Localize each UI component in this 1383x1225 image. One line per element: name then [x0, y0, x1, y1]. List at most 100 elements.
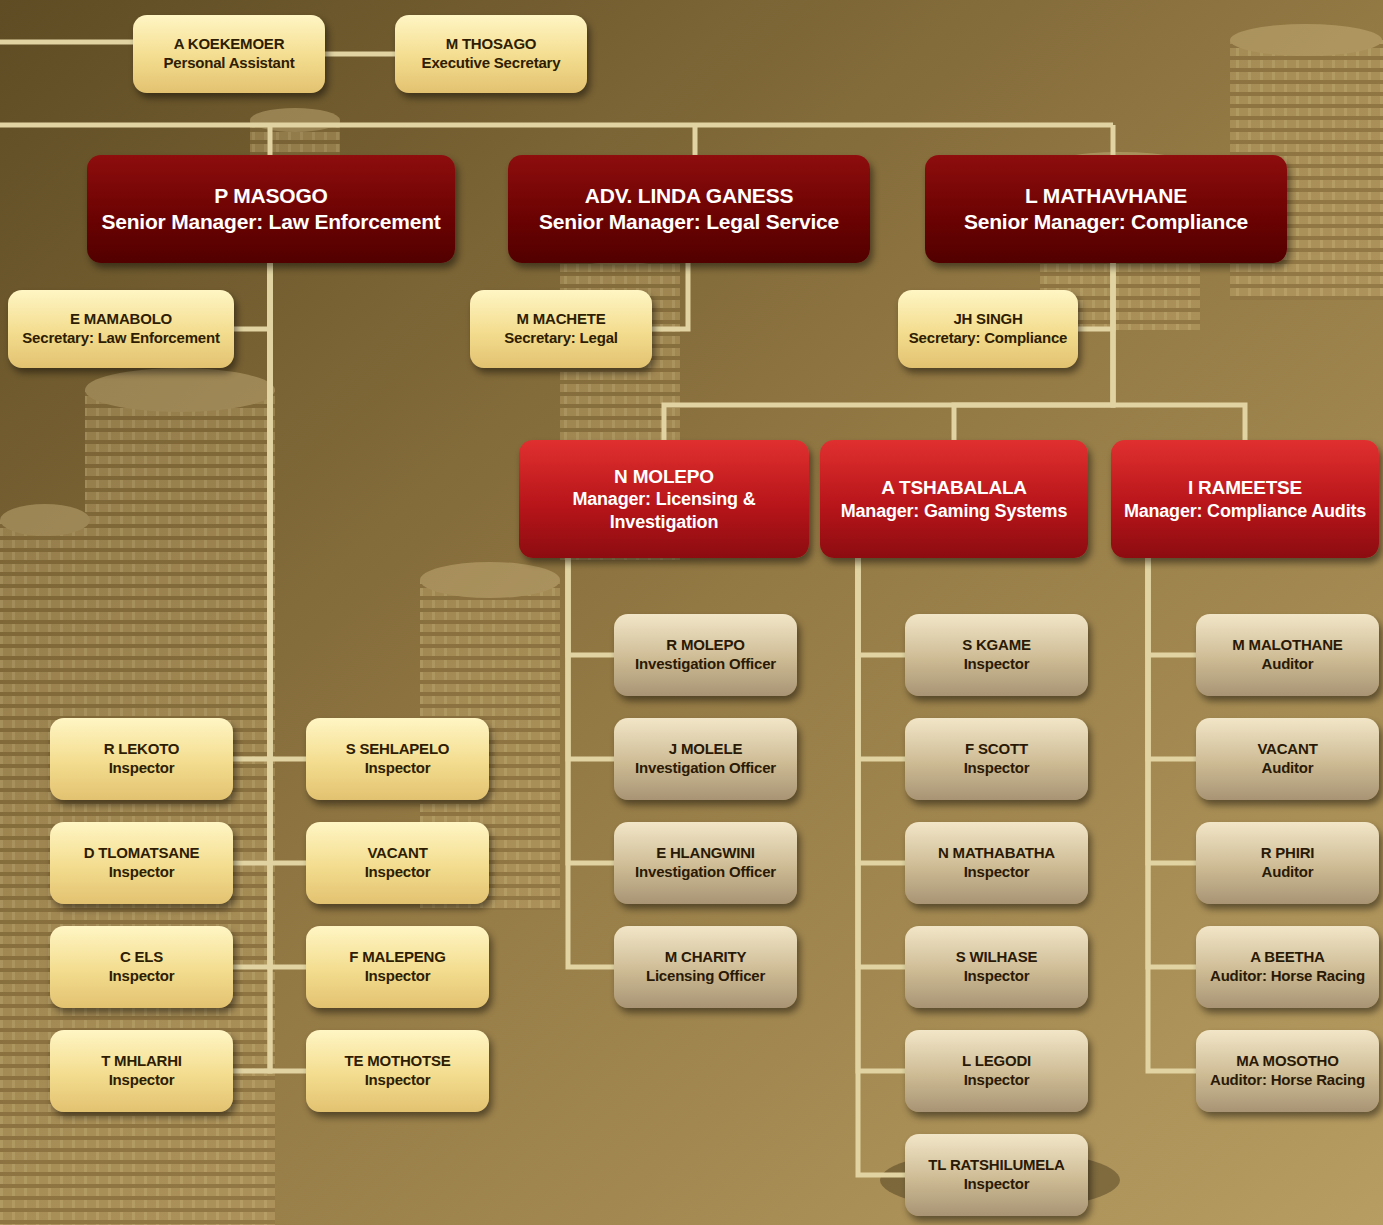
job-title: Inspector — [964, 655, 1030, 674]
staff-box: E MAMABOLOSecretary: Law Enforcement — [8, 290, 234, 368]
person-name: C ELS — [120, 948, 163, 967]
staff-box: L LEGODIInspector — [905, 1030, 1088, 1112]
staff-box: E HLANGWINIInvestigation Officer — [614, 822, 797, 904]
staff-box: A KOEKEMOERPersonal Assistant — [133, 15, 325, 93]
connector-line — [858, 558, 905, 1071]
manager-box: N MOLEPOManager: Licensing & Investigati… — [519, 440, 808, 558]
staff-box: JH SINGHSecretary: Compliance — [898, 290, 1078, 368]
staff-box: C ELSInspector — [50, 926, 233, 1008]
person-name: MA MOSOTHO — [1236, 1052, 1338, 1071]
job-title: Secretary: Law Enforcement — [22, 329, 219, 348]
job-title: Inspector — [365, 759, 431, 778]
job-title: Secretary: Compliance — [909, 329, 1067, 348]
person-name: M MACHETE — [516, 310, 605, 329]
connector-line — [858, 558, 905, 759]
job-title: Personal Assistant — [164, 54, 295, 73]
job-title: Inspector — [365, 1071, 431, 1090]
person-name: S WILHASE — [956, 948, 1038, 967]
connector-line — [858, 558, 905, 863]
job-title: Inspector — [365, 863, 431, 882]
staff-box: N MATHABATHAInspector — [905, 822, 1088, 904]
job-title: Investigation Officer — [635, 863, 776, 882]
connector-line — [568, 558, 614, 655]
person-name: L MATHAVHANE — [1025, 183, 1187, 209]
job-title: Licensing Officer — [646, 967, 765, 986]
person-name: N MOLEPO — [614, 465, 714, 489]
job-title: Manager: Licensing & Investigation — [527, 488, 800, 533]
job-title: Inspector — [964, 1175, 1030, 1194]
staff-box: M THOSAGOExecutive Secretary — [395, 15, 587, 93]
job-title: Inspector — [109, 967, 175, 986]
connector-line — [1148, 558, 1196, 759]
connector-line — [270, 263, 306, 1071]
staff-box: S SEHLAPELOInspector — [306, 718, 489, 800]
staff-box: T MHLARHIInspector — [50, 1030, 233, 1112]
person-name: E MAMABOLO — [70, 310, 172, 329]
connector-line — [234, 263, 270, 329]
person-name: N MATHABATHA — [938, 844, 1055, 863]
connector-line — [568, 558, 614, 759]
bus-line — [0, 125, 1113, 155]
job-title: Auditor — [1262, 863, 1314, 882]
connector-line — [270, 263, 306, 863]
staff-box: D TLOMATSANEInspector — [50, 822, 233, 904]
connector-line — [1148, 558, 1196, 967]
job-title: Auditor — [1262, 655, 1314, 674]
person-name: VACANT — [367, 844, 427, 863]
staff-box: M CHARITYLicensing Officer — [614, 926, 797, 1008]
person-name: S KGAME — [962, 636, 1031, 655]
manager-box: I RAMEETSEManager: Compliance Audits — [1111, 440, 1379, 558]
staff-box: R PHIRIAuditor — [1196, 822, 1379, 904]
staff-box: R MOLEPOInvestigation Officer — [614, 614, 797, 696]
connector-line — [233, 263, 270, 863]
connector-line — [858, 558, 905, 655]
job-title: Inspector — [964, 759, 1030, 778]
job-title: Inspector — [109, 1071, 175, 1090]
job-title: Investigation Officer — [635, 655, 776, 674]
staff-box: TE MOTHOTSEInspector — [306, 1030, 489, 1112]
bus-line — [0, 40, 133, 45]
person-name: ADV. LINDA GANESS — [585, 183, 794, 209]
job-title: Investigation Officer — [635, 759, 776, 778]
manager-box: A TSHABALALAManager: Gaming Systems — [820, 440, 1088, 558]
staff-box: F SCOTTInspector — [905, 718, 1088, 800]
job-title: Inspector — [964, 863, 1030, 882]
connector-line — [233, 263, 270, 759]
staff-box: TL RATSHILUMELAInspector — [905, 1134, 1088, 1216]
connector-line — [568, 558, 614, 863]
person-name: M THOSAGO — [446, 35, 537, 54]
staff-box: MA MOSOTHOAuditor: Horse Racing — [1196, 1030, 1379, 1112]
chip-stacks — [0, 24, 1383, 1225]
job-title: Secretary: Legal — [504, 329, 618, 348]
connector-line — [233, 263, 270, 967]
connector-line — [1148, 558, 1196, 1071]
job-title: Inspector — [365, 967, 431, 986]
staff-box: S KGAMEInspector — [905, 614, 1088, 696]
person-name: T MHLARHI — [101, 1052, 182, 1071]
connector-line — [1078, 263, 1113, 329]
person-name: M CHARITY — [665, 948, 747, 967]
connector-line — [270, 263, 306, 967]
connector-line — [1148, 558, 1196, 863]
person-name: A TSHABALALA — [881, 476, 1027, 500]
connector-line — [1113, 263, 1245, 440]
person-name: F MALEPENG — [349, 948, 445, 967]
job-title: Manager: Compliance Audits — [1124, 500, 1366, 523]
job-title: Auditor: Horse Racing — [1210, 967, 1365, 986]
job-title: Inspector — [964, 1071, 1030, 1090]
person-name: J MOLELE — [669, 740, 742, 759]
person-name: A KOEKEMOER — [174, 35, 285, 54]
senior-manager-box: ADV. LINDA GANESSSenior Manager: Legal S… — [508, 155, 870, 263]
person-name: R PHIRI — [1261, 844, 1315, 863]
person-name: S SEHLAPELO — [346, 740, 450, 759]
job-title: Manager: Gaming Systems — [841, 500, 1067, 523]
job-title: Senior Manager: Legal Service — [539, 209, 839, 235]
person-name: M MALOTHANE — [1232, 636, 1342, 655]
job-title: Inspector — [109, 863, 175, 882]
connector-line — [664, 263, 1113, 440]
connector-line — [270, 263, 306, 759]
job-title: Inspector — [109, 759, 175, 778]
person-name: F SCOTT — [965, 740, 1028, 759]
senior-manager-box: P MASOGOSenior Manager: Law Enforcement — [87, 155, 454, 263]
staff-box: M MALOTHANEAuditor — [1196, 614, 1379, 696]
